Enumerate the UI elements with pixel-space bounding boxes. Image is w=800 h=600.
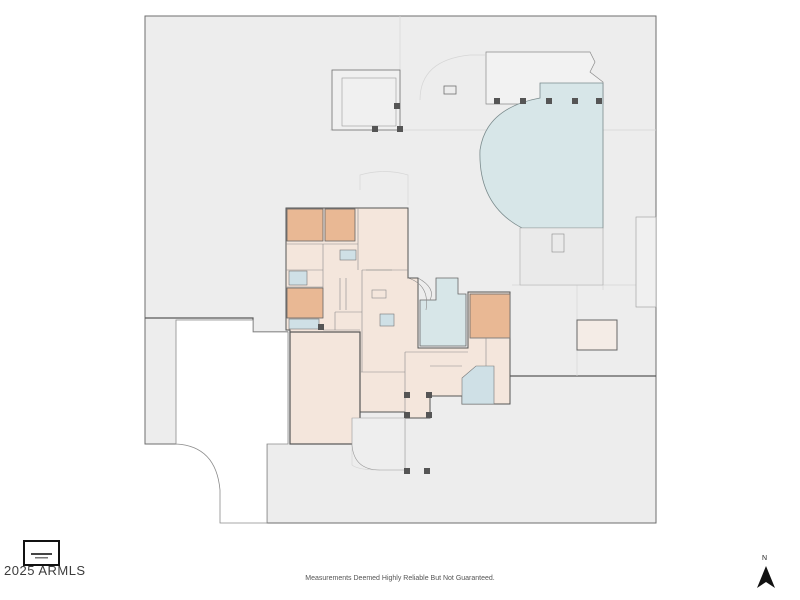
casita (576, 319, 618, 351)
small-fixture (443, 85, 457, 95)
bath-1 (288, 270, 308, 286)
master-bath (461, 365, 495, 405)
brand-logo (23, 540, 60, 566)
guest-house (331, 69, 401, 131)
columns (318, 98, 602, 474)
interior-walls (286, 208, 510, 418)
measurement-disclaimer: Measurements Deemed Highly Reliable But … (305, 575, 495, 582)
bedroom-1 (286, 208, 324, 242)
bath-2 (288, 318, 320, 330)
bedroom-3 (286, 287, 324, 319)
side-structure (635, 216, 657, 308)
main-pool (479, 82, 604, 229)
master-bedroom (469, 293, 511, 339)
guest-house-shade (341, 77, 397, 127)
pool-steps (551, 233, 565, 253)
front-courtyard (351, 417, 406, 471)
driveway (175, 319, 289, 524)
bath-3 (339, 249, 357, 261)
north-arrow-icon (757, 566, 775, 588)
garage (289, 331, 361, 445)
courtyard-pool (419, 277, 467, 347)
north-label: N (762, 555, 768, 562)
bedroom-2 (324, 208, 356, 242)
copyright-watermark: 2025 ARMLS (4, 563, 86, 578)
pool-deck (519, 227, 604, 286)
main-house (285, 207, 511, 471)
bath-4 (379, 313, 395, 327)
